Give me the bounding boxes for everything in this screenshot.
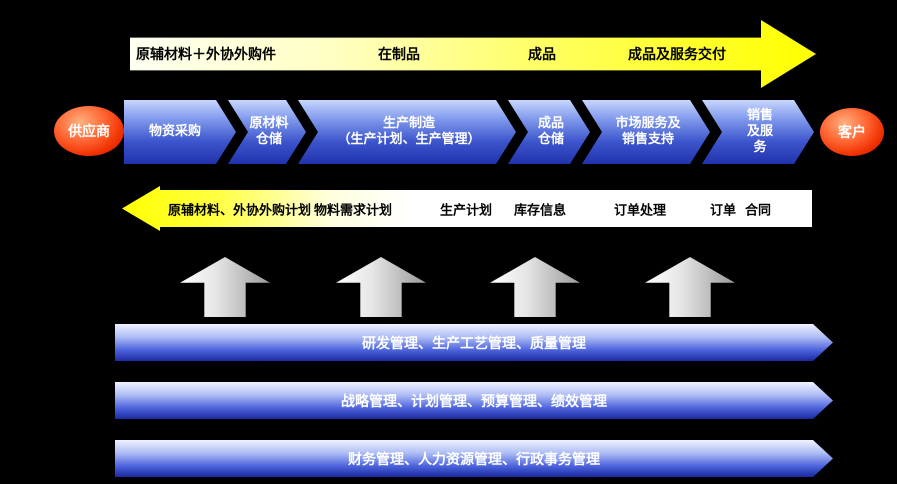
material-flow-label-finished: 成品 (528, 47, 556, 63)
plan-label-mrp: 物料需求计划 (314, 203, 393, 218)
process-step-raw-warehouse: 原材料 仓储 (228, 100, 306, 164)
customer-node: 客户 (820, 108, 884, 156)
process-step-market-service: 市场服务及 销售支持 (582, 100, 710, 164)
plan-label-purchase-plan: 原辅材料、外协外购计划 (168, 203, 312, 218)
material-flow-label-delivery: 成品及服务交付 (628, 47, 726, 63)
process-step-label: 原材料 仓储 (249, 115, 289, 147)
process-step-sales-service: 销售 及服 务 (702, 100, 814, 164)
process-step-procurement: 物资采购 (124, 100, 236, 164)
process-step-label: 销售 及服 务 (746, 107, 773, 156)
support-bar-label: 战略管理、计划管理、预算管理、绩效管理 (341, 393, 607, 410)
customer-label: 客户 (838, 125, 866, 141)
up-arrow-icon (180, 257, 270, 317)
process-step-label: 生产制造 （生产计划、生产管理） (337, 115, 481, 147)
process-step-label: 成品 仓储 (537, 115, 564, 147)
plan-label-inventory: 库存信息 (514, 203, 567, 218)
process-step-finished-warehouse: 成品 仓储 (508, 100, 590, 164)
support-bar-label: 研发管理、生产工艺管理、质量管理 (362, 335, 586, 352)
plan-label-production: 生产计划 (440, 203, 493, 218)
process-step-manufacturing: 生产制造 （生产计划、生产管理） (298, 100, 516, 164)
support-bar-finance-hr: 财务管理、人力资源管理、行政事务管理 (115, 440, 833, 477)
support-bar-rd-quality: 研发管理、生产工艺管理、质量管理 (115, 324, 833, 361)
support-bar-strategy-budget: 战略管理、计划管理、预算管理、绩效管理 (115, 382, 833, 419)
process-step-label: 市场服务及 销售支持 (615, 115, 681, 147)
material-flow-label-raw: 原辅材料＋外协外购件 (136, 47, 276, 63)
material-flow-arrow: 原辅材料＋外协外购件 在制品 成品 成品及服务交付 (130, 20, 816, 88)
up-arrow-icon (490, 257, 580, 317)
up-arrow-icon (336, 257, 426, 317)
material-flow-label-wip: 在制品 (378, 47, 420, 63)
plan-label-order-handling: 订单处理 (614, 203, 667, 218)
supplier-node: 供应商 (54, 106, 124, 156)
plan-flow-arrow: 原辅材料、外协外购计划 物料需求计划 生产计划 库存信息 订单处理 订单 合同 (122, 186, 812, 231)
process-step-label: 物资采购 (148, 123, 201, 139)
up-arrow-icon (645, 257, 735, 317)
support-bar-label: 财务管理、人力资源管理、行政事务管理 (348, 451, 600, 468)
supplier-label: 供应商 (68, 124, 110, 140)
plan-label-order-contract: 订单 合同 (710, 203, 772, 218)
